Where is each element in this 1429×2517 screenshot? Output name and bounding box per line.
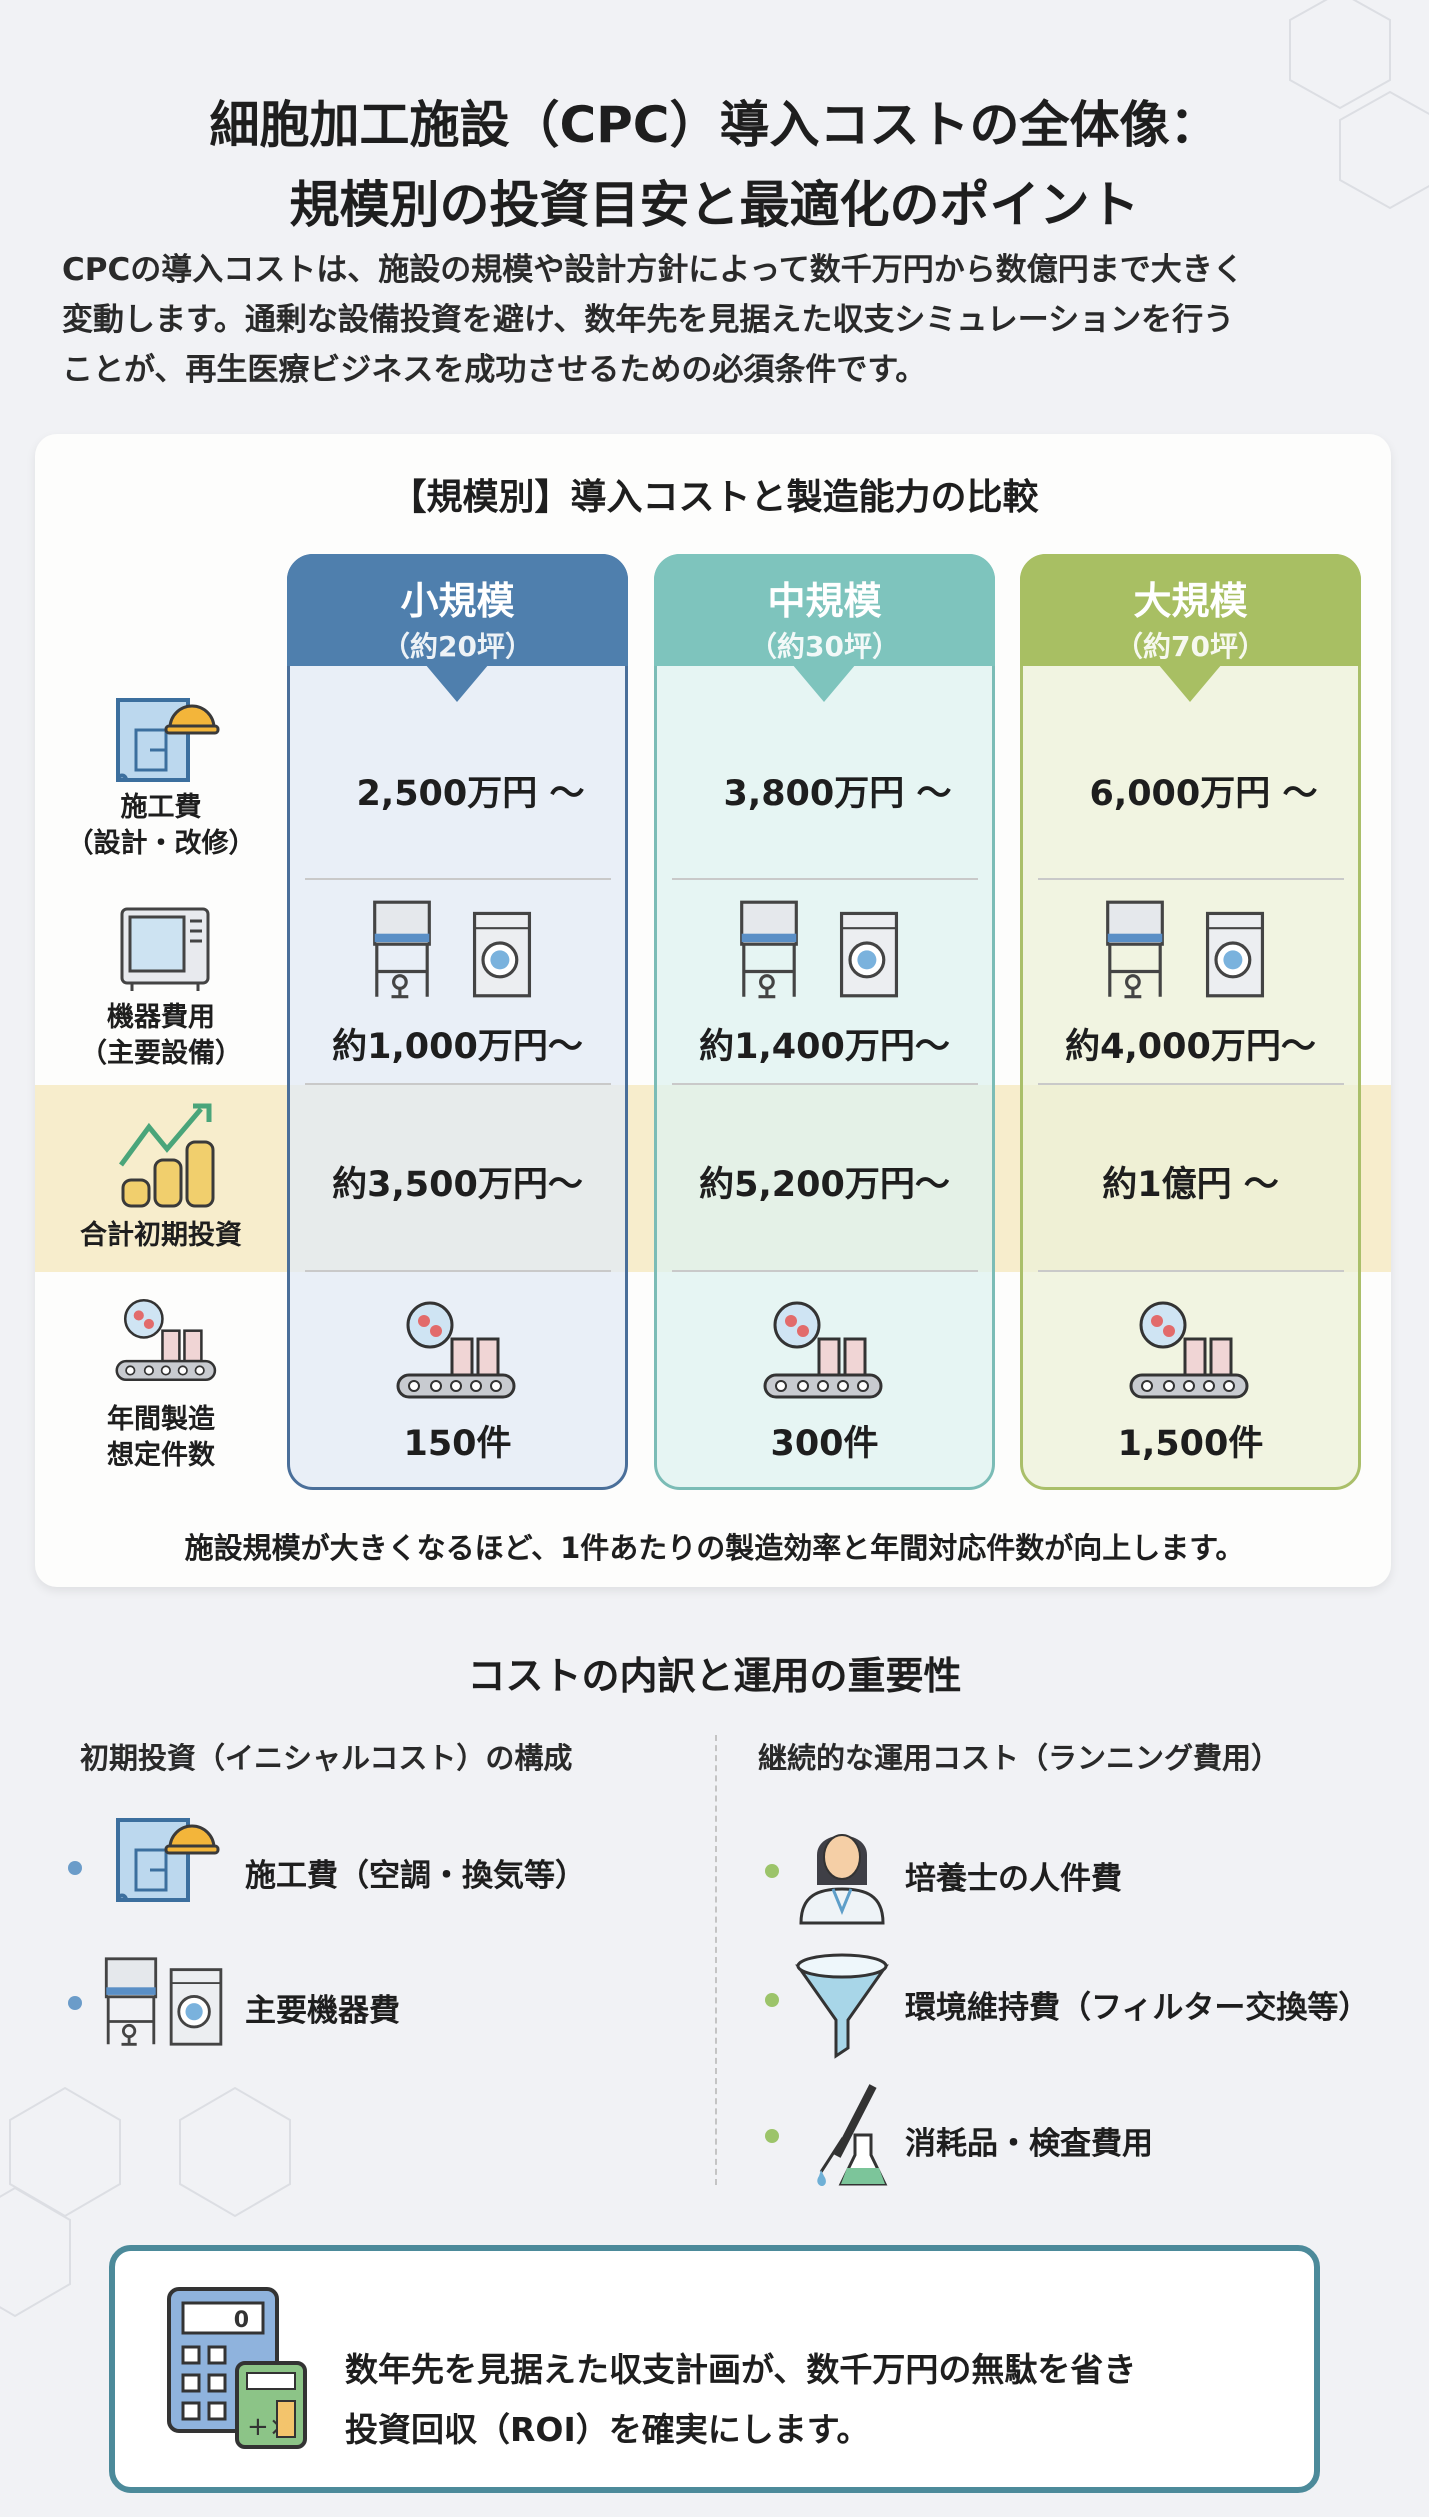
production-line-icon: [110, 1290, 220, 1390]
column-size: （約20坪）: [382, 630, 533, 663]
biosafety-cabinet-icon: [1100, 898, 1170, 1003]
column-size: （約30坪）: [749, 630, 900, 663]
roi-callout: [109, 2245, 1320, 2493]
comparison-title: 【規模別】導入コストと製造能力の比較: [390, 477, 1039, 518]
column-name: 小規模: [400, 579, 515, 623]
row-label-annual: 年間製造想定件数: [107, 1404, 215, 1471]
column-name: 大規模: [1133, 579, 1248, 623]
blueprint-helmet-icon: [110, 1810, 220, 1910]
bullet-icon: [68, 1996, 82, 2010]
production-line-icon: [757, 1295, 887, 1405]
incubator-icon: [120, 907, 210, 991]
initial-cost-heading: 初期投資（イニシャルコスト）の構成: [80, 1741, 573, 1775]
pipette-flask-icon: [817, 2084, 888, 2186]
initial-item-construction: 施工費（空調・換気等）: [245, 1858, 586, 1894]
initial-item-equipment: 主要機器費: [245, 1993, 400, 2029]
cell-construction-large: 6,000万円 〜: [1089, 774, 1318, 814]
cell-construction-small: 2,500万円 〜: [356, 774, 585, 814]
section-divider: [715, 1735, 717, 2185]
pointer-arrow-icon: [425, 664, 489, 702]
cell-equipment-small: 約1,000万円〜: [332, 1027, 583, 1067]
roi-message: 数年先を見据えた収支計画が、数千万円の無駄を省き投資回収（ROI）を確実にします…: [345, 2350, 1137, 2449]
production-line-icon: [1123, 1295, 1253, 1405]
cell-total-medium: 約5,200万円〜: [699, 1165, 950, 1205]
biosafety-cabinet-icon: [367, 898, 437, 1003]
growth-coins-icon: [118, 1103, 215, 1208]
autoclave-icon: [165, 1962, 227, 2048]
bullet-icon: [765, 1864, 779, 1878]
calculator-display: 0: [234, 2308, 249, 2333]
row-label-construction: 施工費（設計・改修）: [66, 792, 256, 859]
hexagon-decoration: [1289, 0, 1429, 210]
blueprint-helmet-icon: [110, 690, 220, 790]
pointer-arrow-icon: [792, 664, 856, 702]
cell-total-large: 約1億円 〜: [1102, 1165, 1279, 1205]
biosafety-cabinet-icon: [102, 1955, 160, 2050]
calculator-icon: 0 +×: [167, 2287, 307, 2449]
running-item-labor: 培養士の人件費: [905, 1861, 1122, 1897]
running-cost-heading: 継続的な運用コスト（ランニング費用）: [758, 1741, 1281, 1775]
biosafety-cabinet-icon: [734, 898, 804, 1003]
cell-construction-medium: 3,800万円 〜: [723, 774, 952, 814]
cell-total-small: 約3,500万円〜: [332, 1165, 583, 1205]
column-size: （約70坪）: [1115, 630, 1266, 663]
filter-funnel-icon: [795, 1953, 889, 2059]
autoclave-icon: [1200, 905, 1270, 1000]
lab-technician-icon: [799, 1834, 885, 1925]
running-item-environment: 環境維持費（フィルター交換等）: [905, 1990, 1370, 2026]
row-label-equipment: 機器費用（主要設備）: [80, 1002, 242, 1069]
cell-annual-small: 150件: [403, 1424, 512, 1464]
cell-annual-large: 1,500件: [1117, 1424, 1264, 1464]
bullet-icon: [68, 1861, 82, 1875]
breakdown-title: コストの内訳と運用の重要性: [467, 1654, 962, 1698]
bullet-icon: [765, 1993, 779, 2007]
production-line-icon: [390, 1295, 520, 1405]
running-item-consumables: 消耗品・検査費用: [905, 2126, 1153, 2162]
cell-equipment-medium: 約1,400万円〜: [699, 1027, 950, 1067]
column-name: 中規模: [767, 579, 882, 623]
autoclave-icon: [467, 905, 537, 1000]
row-label-total: 合計初期投資: [80, 1220, 242, 1251]
autoclave-icon: [834, 905, 904, 1000]
intro-paragraph: CPCの導入コストは、施設の規模や設計方針によって数千万円から数億円まで大きく変…: [62, 252, 1244, 388]
cell-equipment-large: 約4,000万円〜: [1065, 1027, 1316, 1067]
comparison-note: 施設規模が大きくなるほど、1件あたりの製造効率と年間対応件数が向上します。: [184, 1531, 1245, 1565]
cell-annual-medium: 300件: [770, 1424, 879, 1464]
bullet-icon: [765, 2129, 779, 2143]
page-title: 細胞加工施設（CPC）導入コストの全体像：規模別の投資目安と最適化のポイント: [209, 96, 1220, 234]
pointer-arrow-icon: [1158, 664, 1222, 702]
hexagon-decoration: [0, 2086, 291, 2318]
